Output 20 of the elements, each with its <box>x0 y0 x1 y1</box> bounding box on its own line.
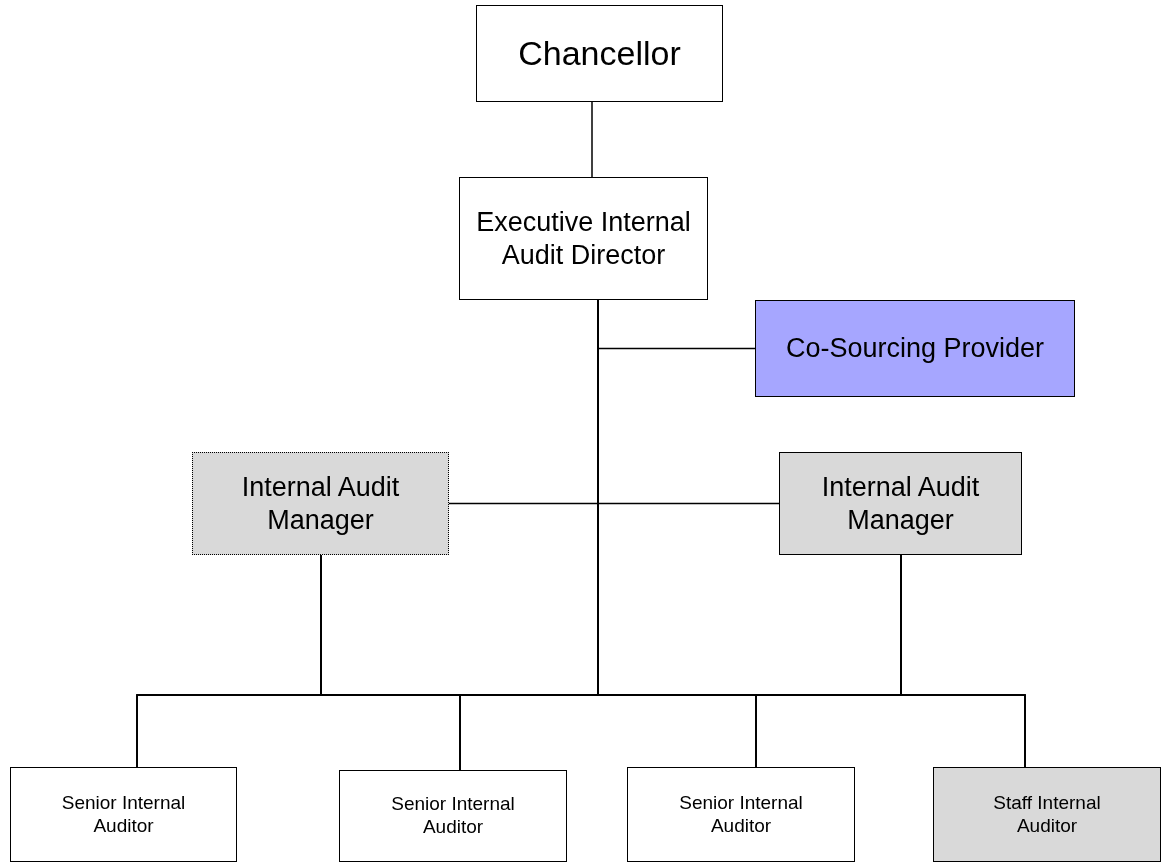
org-box <box>755 300 1075 397</box>
role-title: Senior Internal Auditor <box>390 793 516 839</box>
role-title: Internal Audit Manager <box>240 471 401 536</box>
role-title: Senior Internal Auditor <box>60 791 187 838</box>
org-box <box>476 5 723 102</box>
org-box <box>339 770 567 862</box>
role-title: Internal Audit Manager <box>820 471 981 536</box>
connector-line <box>900 554 1026 768</box>
org-box <box>459 177 708 300</box>
role-title: Senior Internal Auditor <box>678 791 804 838</box>
role-title: Co-Sourcing Provider <box>785 332 1045 365</box>
org-box <box>627 767 855 862</box>
org-box <box>933 767 1161 862</box>
org-box <box>779 452 1022 555</box>
org-box <box>10 767 237 862</box>
role-title: Chancellor <box>518 33 681 74</box>
org-box <box>192 452 449 555</box>
role-title: Staff Internal Auditor <box>992 791 1102 838</box>
connector-line <box>591 101 593 178</box>
role-title: Executive Internal Audit Director <box>475 206 692 271</box>
